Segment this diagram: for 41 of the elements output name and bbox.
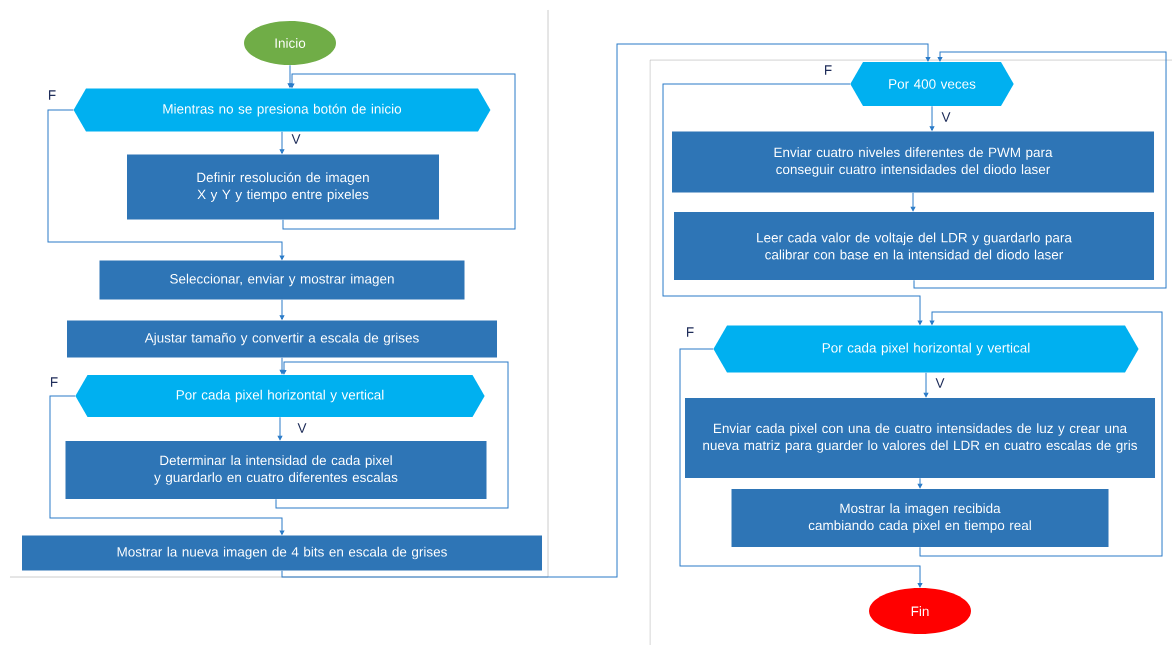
- edge-label: F: [46, 89, 58, 101]
- arrow: [287, 64, 293, 88]
- process-box: Enviar cuatro niveles diferentes de PWM para conseguir cuatro intensidades del diodo laser: [672, 131, 1154, 193]
- arrow: [917, 477, 923, 489]
- arrow: [910, 192, 916, 212]
- arrow: [277, 416, 283, 441]
- edge-label: V: [290, 133, 302, 145]
- loop-hexagon: Por cada pixel horizontal y vertical: [75, 375, 485, 417]
- arrow: [913, 51, 1167, 289]
- loop-hexagon: Por 400 veces: [850, 62, 1014, 106]
- process-box: Mostrar la imagen recibida cambiando cada pixel en tiempo real: [731, 489, 1109, 547]
- loop-hexagon: Por cada pixel horizontal y vertical: [713, 325, 1139, 373]
- process-box: Leer cada valor de voltaje del LDR y guardarlo para calibrar con base en la intensidad del diodo laser: [674, 212, 1154, 280]
- process-box: Enviar cada pixel con una de cuatro intensidades de luz y crear una nueva matriz para guarder lo valores del LDR en cuatro escalas de gris: [685, 398, 1155, 478]
- arrow: [662, 83, 923, 325]
- process-box: Definir resolución de imagen X y Y y tiempo entre pixeles: [127, 154, 439, 220]
- end-terminal: Fin: [869, 588, 971, 634]
- edge-label: F: [822, 64, 834, 76]
- process-box: Seleccionar, enviar y mostrar imagen: [99, 260, 465, 300]
- arrow: [282, 73, 516, 230]
- arrow: [279, 357, 285, 375]
- arrow: [679, 348, 923, 588]
- arrow: [47, 109, 285, 260]
- edge-label: F: [48, 376, 60, 388]
- edge-label: V: [934, 377, 946, 389]
- edge-label: V: [940, 111, 952, 123]
- process-box: Ajustar tamaño y convertir a escala de grises: [67, 320, 497, 358]
- arrow: [281, 43, 931, 578]
- arrow: [279, 299, 285, 320]
- arrow: [279, 131, 285, 154]
- edge-label: V: [296, 422, 308, 434]
- arrow: [49, 395, 285, 535]
- loop-hexagon: Mientras no se presiona botón de inicio: [73, 88, 491, 132]
- process-box: Determinar la intensidad de cada pixel y guardarlo en cuatro diferentes escalas: [65, 441, 487, 499]
- edge-label: F: [684, 326, 696, 338]
- arrow: [929, 105, 935, 131]
- arrow: [275, 361, 509, 509]
- arrow: [923, 372, 929, 398]
- start-terminal: Inicio: [244, 21, 336, 65]
- arrow: [919, 311, 1163, 557]
- process-box: Mostrar la nueva imagen de 4 bits en escala de grises: [22, 535, 542, 571]
